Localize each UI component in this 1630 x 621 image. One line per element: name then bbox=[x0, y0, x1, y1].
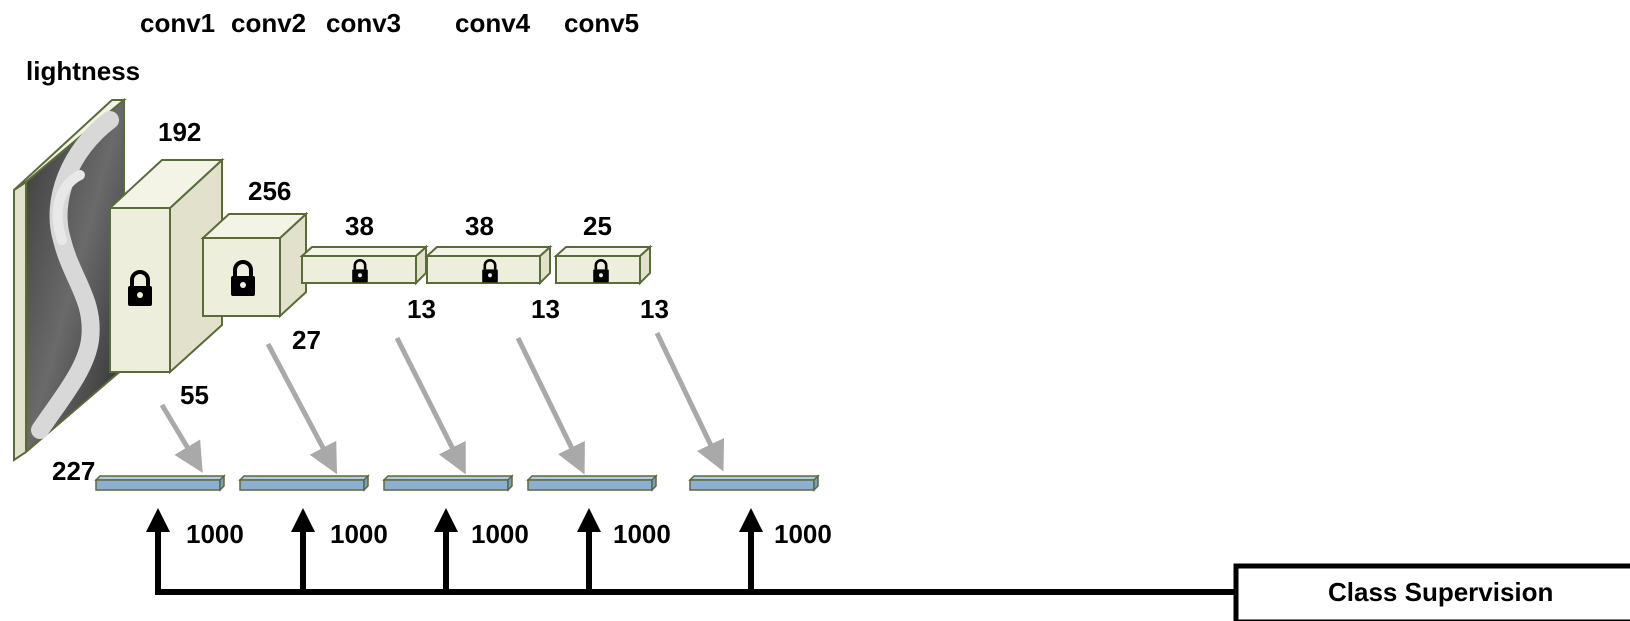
conv4-block bbox=[424, 244, 553, 286]
conv1-channels: 192 bbox=[158, 117, 201, 147]
input-image bbox=[13, 97, 127, 462]
grey-arrow bbox=[394, 336, 466, 475]
grey-arrow bbox=[654, 331, 725, 472]
class-supervision-box bbox=[1233, 563, 1630, 621]
lock-icon bbox=[231, 260, 255, 296]
conv3-size: 13 bbox=[407, 294, 436, 324]
input-size: 227 bbox=[52, 456, 95, 486]
conv5-block bbox=[553, 244, 653, 286]
output-size-label: 1000 bbox=[471, 519, 529, 549]
output-size-label: 1000 bbox=[330, 519, 388, 549]
classifier-bar bbox=[94, 474, 226, 492]
conv3-channels: 38 bbox=[345, 211, 374, 241]
lock-icon bbox=[482, 259, 498, 283]
lock-icon bbox=[128, 270, 152, 306]
conv5-title: conv5 bbox=[564, 8, 639, 38]
conv3-title: conv3 bbox=[326, 8, 401, 38]
conv2-size: 27 bbox=[292, 325, 321, 355]
grey-arrow bbox=[265, 342, 338, 475]
conv2-block bbox=[200, 211, 309, 319]
conv2-title: conv2 bbox=[231, 8, 306, 38]
class-supervision-label: Class Supervision bbox=[1328, 577, 1553, 607]
conv4-size: 13 bbox=[531, 294, 560, 324]
output-size-label: 1000 bbox=[613, 519, 671, 549]
conv3-block bbox=[299, 244, 429, 286]
conv4-title: conv4 bbox=[455, 8, 531, 38]
classifier-bar bbox=[526, 474, 658, 492]
output-size-label: 1000 bbox=[774, 519, 832, 549]
conv2-channels: 256 bbox=[248, 176, 291, 206]
conv1-block bbox=[107, 157, 225, 375]
lock-icon bbox=[352, 259, 368, 283]
lock-icon bbox=[593, 259, 609, 283]
grey-arrow bbox=[159, 403, 203, 473]
conv1-size: 55 bbox=[180, 380, 209, 410]
input-title: lightness bbox=[26, 56, 140, 86]
conv5-channels: 25 bbox=[583, 211, 612, 241]
conv4-channels: 38 bbox=[465, 211, 494, 241]
classifier-bar bbox=[238, 474, 370, 492]
conv5-size: 13 bbox=[640, 294, 669, 324]
classifier-bar bbox=[688, 474, 820, 492]
classifier-bar bbox=[382, 474, 514, 492]
grey-arrow bbox=[515, 336, 585, 475]
conv1-title: conv1 bbox=[140, 8, 215, 38]
output-size-label: 1000 bbox=[186, 519, 244, 549]
